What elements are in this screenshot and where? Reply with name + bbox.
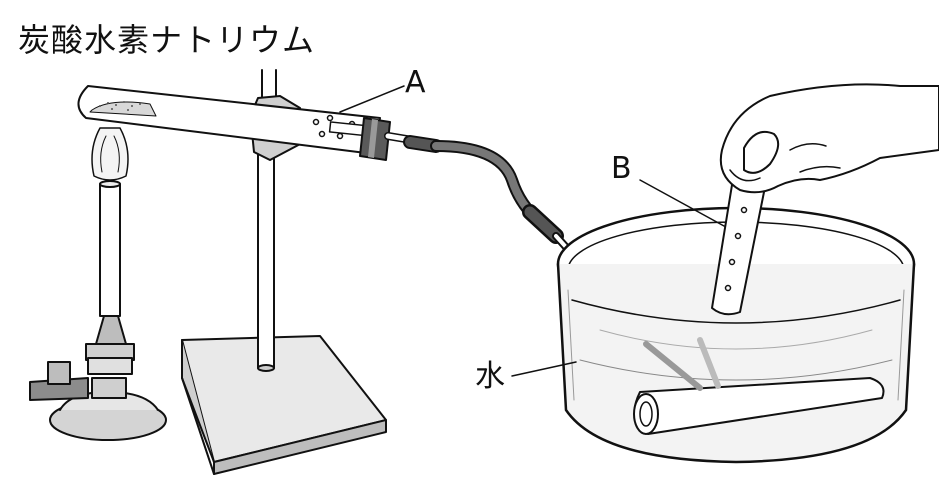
label-b: B — [611, 151, 632, 186]
gas-burner — [29, 127, 167, 441]
powder — [89, 101, 157, 117]
leader-lines — [339, 85, 725, 377]
test-tube-a — [77, 85, 391, 161]
leader-water — [511, 361, 577, 377]
flame-icon — [91, 127, 129, 181]
label-sodium-bicarbonate: 炭酸水素ナトリウム — [18, 21, 316, 59]
hand — [719, 83, 939, 194]
label-a: A — [405, 65, 426, 100]
label-water: 水 — [475, 359, 505, 394]
leader-b — [639, 179, 725, 227]
leader-a — [339, 85, 405, 113]
